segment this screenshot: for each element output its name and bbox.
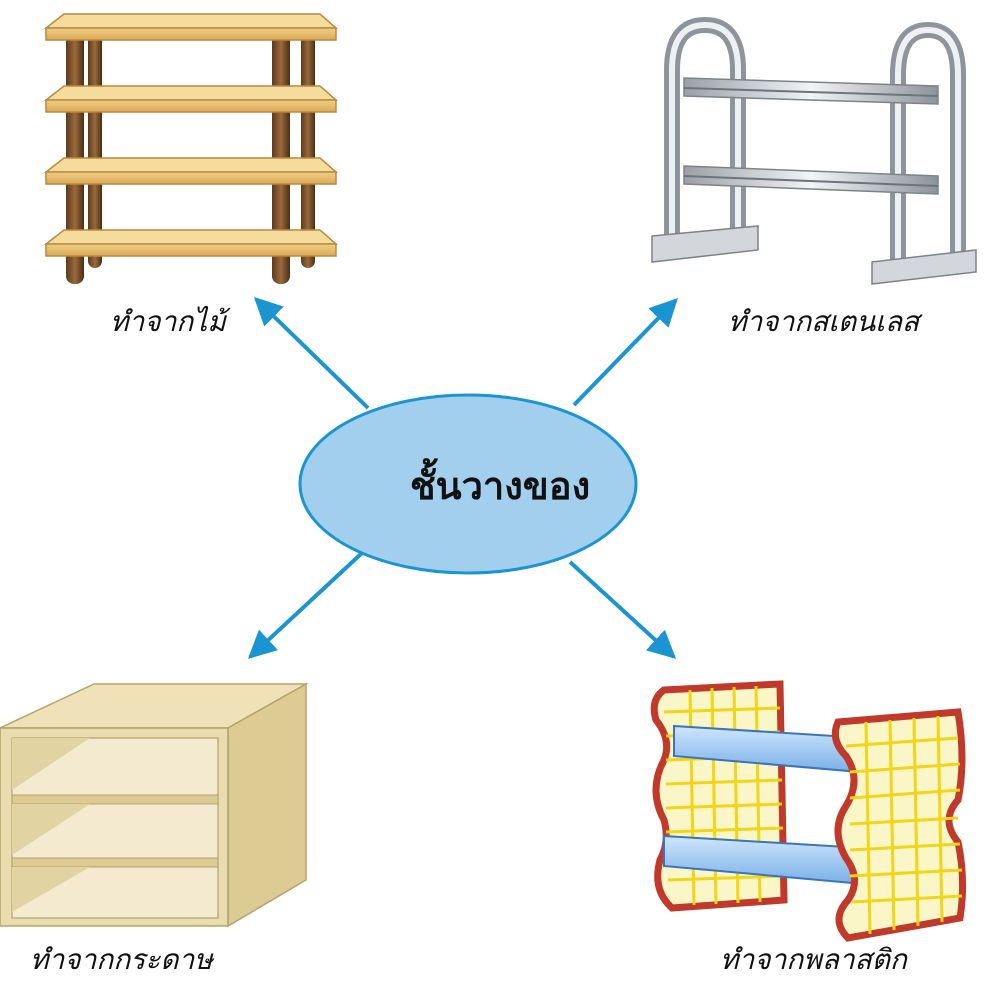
arrow-to-steel — [572, 297, 678, 407]
center-node-label: ชั้นวางของ — [409, 463, 591, 508]
plastic-rack-icon — [650, 680, 967, 942]
arrows — [247, 297, 678, 659]
caption-wood: ทำจากไม้ — [110, 305, 226, 338]
caption-stainless: ทำจากสเตนเลส — [728, 305, 920, 338]
paper-cabinet-icon — [0, 682, 309, 928]
stainless-shelf-icon — [651, 16, 977, 285]
wooden-shelf-icon — [43, 13, 338, 284]
caption-paper: ทำจากกระดาษ — [30, 943, 213, 976]
arrow-to-paper — [247, 551, 364, 659]
center-node — [298, 393, 638, 575]
arrow-to-wood — [253, 297, 370, 410]
caption-plastic: ทำจากพลาสติก — [720, 943, 907, 976]
arrow-to-plastic — [568, 560, 677, 659]
